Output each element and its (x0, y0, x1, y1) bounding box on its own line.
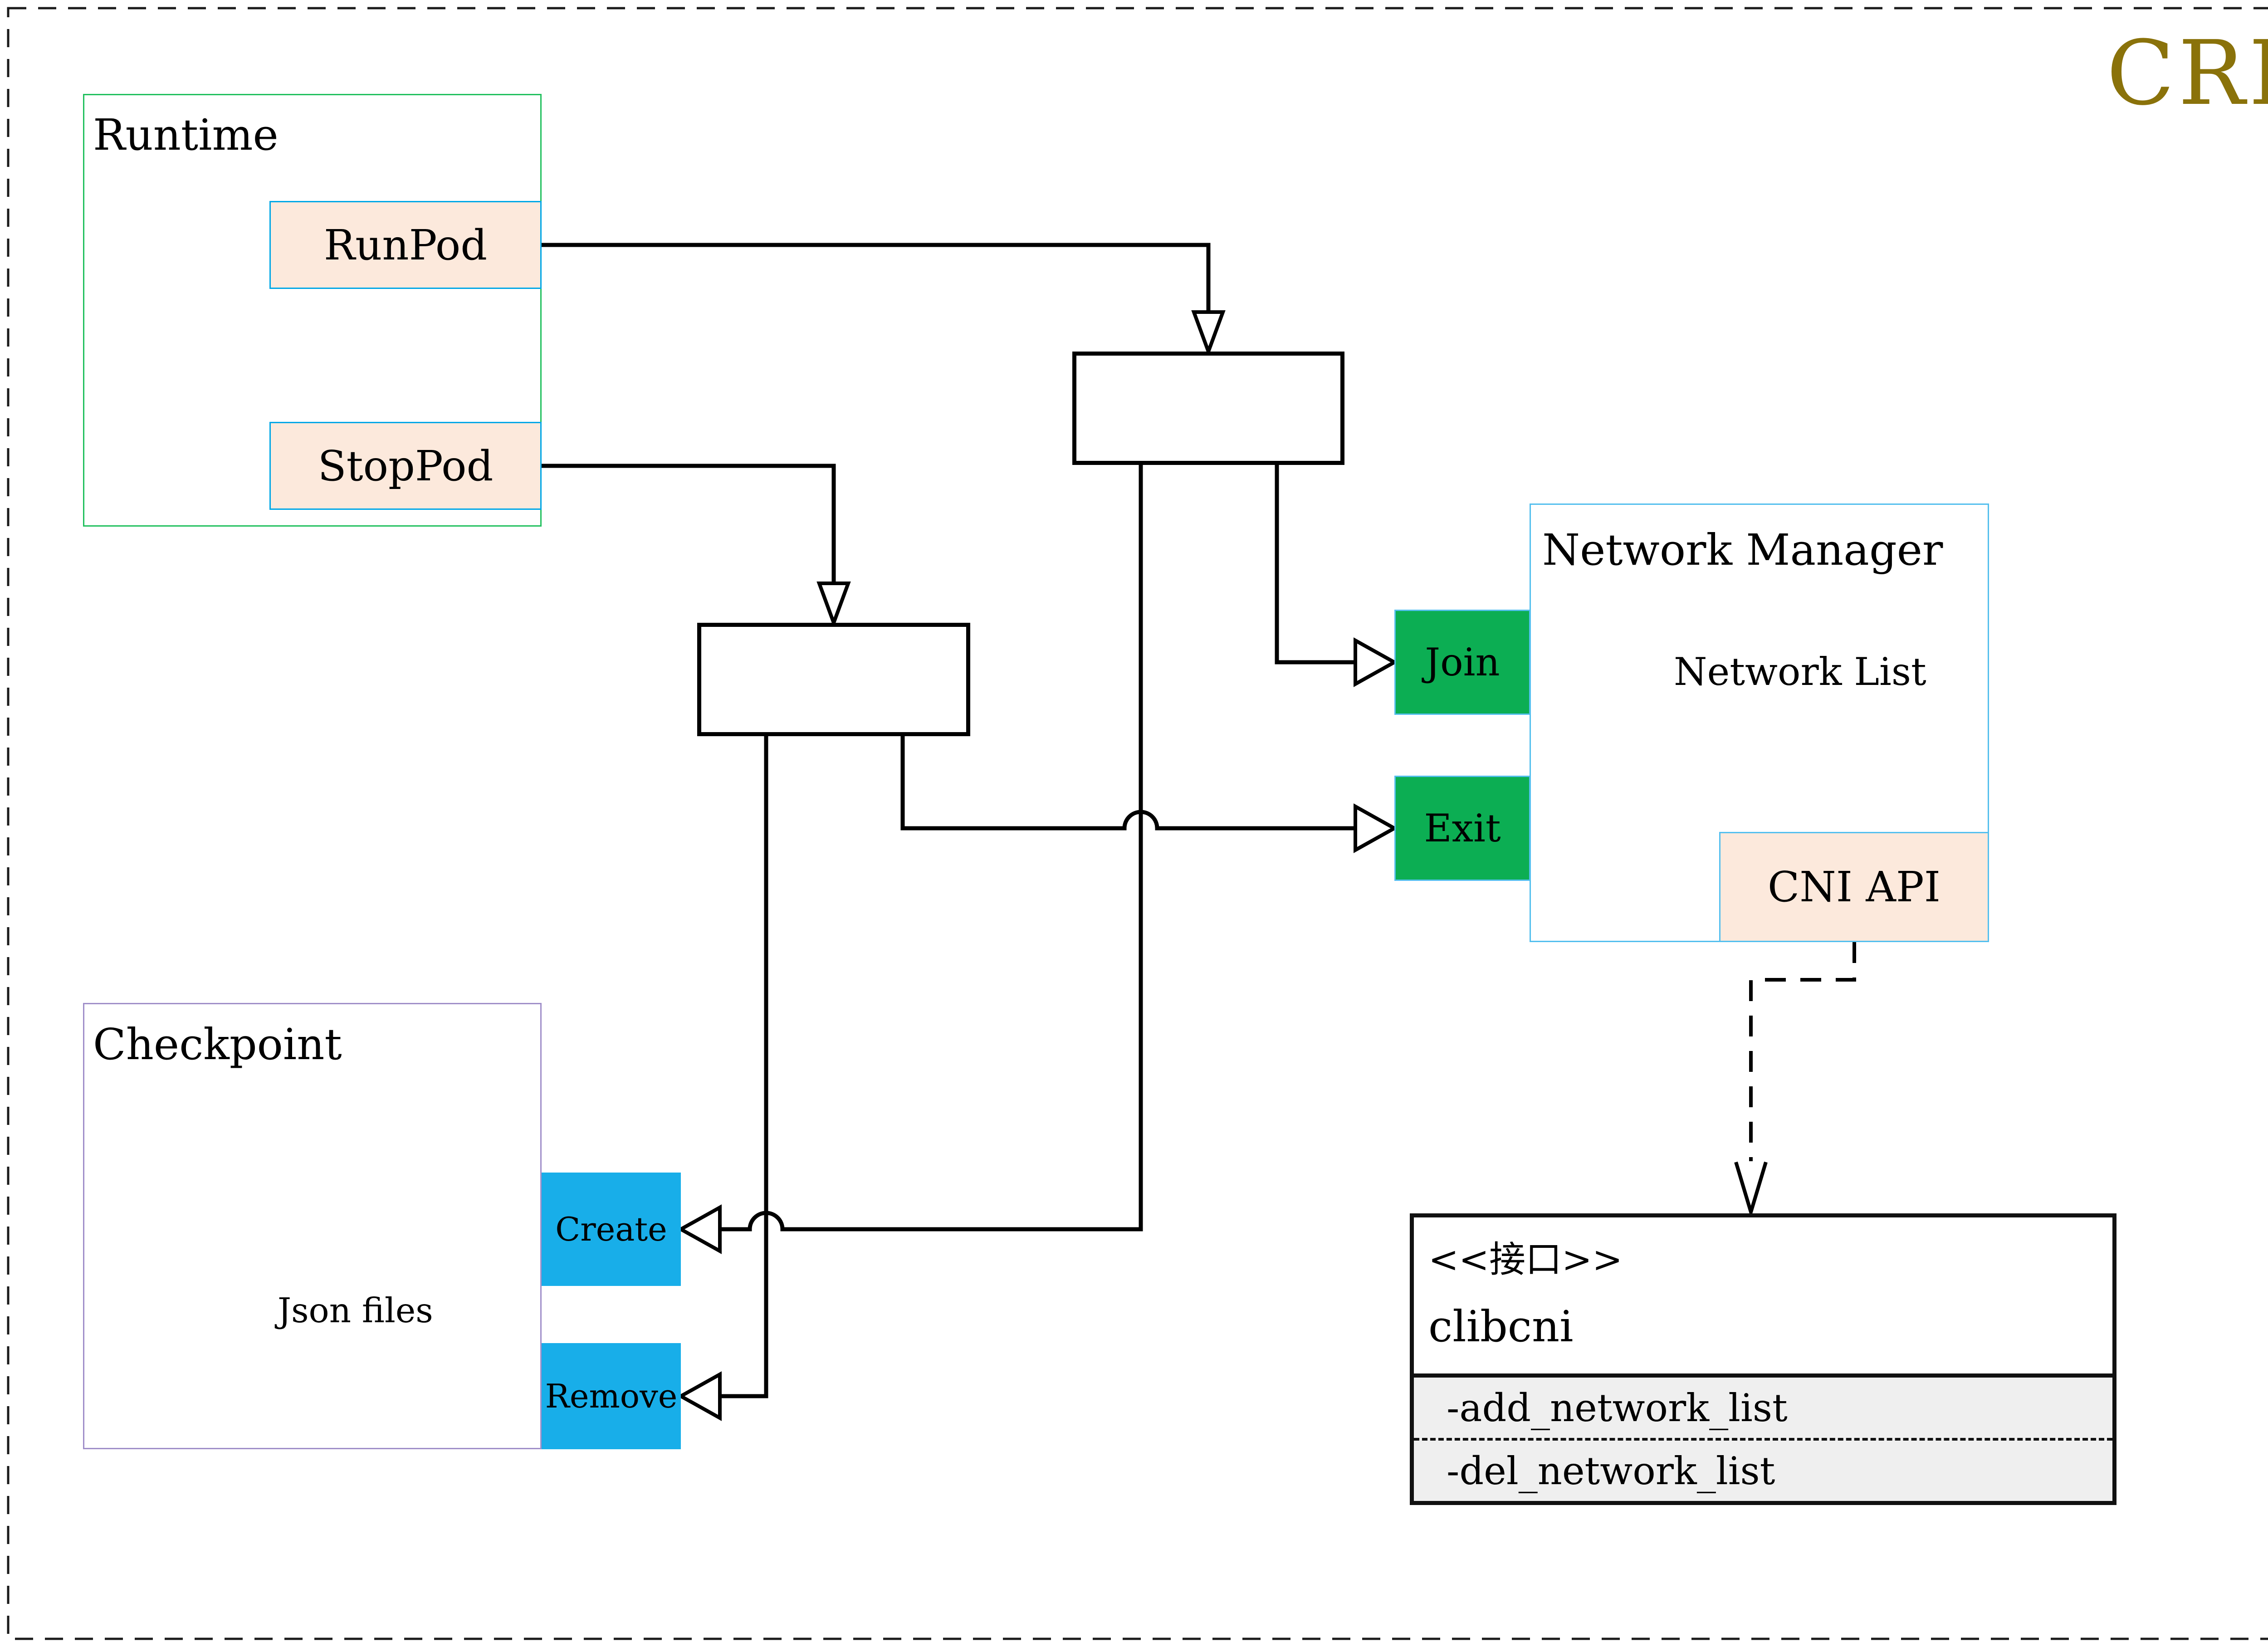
network-manager-title: Network Manager (1542, 525, 1943, 575)
cni-api-label: CNI API (1767, 863, 1941, 911)
process-box-2 (697, 623, 970, 736)
create-node: Create (542, 1173, 681, 1286)
create-label: Create (555, 1210, 667, 1248)
connector-process1-to-create (720, 465, 1143, 1232)
runpod-node: RunPod (269, 201, 542, 289)
clibcni-method-add: -add_network_list (1447, 1385, 1788, 1430)
clibcni-title-section: <<接口>> clibcni (1414, 1217, 2112, 1373)
connector-process2-to-remove (720, 736, 768, 1398)
cri-title-badge: CRI (2107, 22, 2268, 125)
clibcni-name: clibcni (1428, 1302, 1574, 1352)
process-box-1 (1072, 352, 1344, 465)
arrowhead-hollow-right-exit-icon (1354, 803, 1398, 853)
clibcni-method-del: -del_network_list (1414, 1438, 2112, 1501)
stoppod-node: StopPod (269, 422, 542, 510)
cni-api-node: CNI API (1719, 832, 1989, 942)
remove-label: Remove (545, 1377, 678, 1415)
json-files-label: Json files (278, 1290, 433, 1330)
connector-runpod-to-process1 (542, 243, 1211, 312)
arrowhead-open-v-clibcni-icon (1734, 1161, 1768, 1218)
network-list-label: Network List (1674, 650, 1926, 694)
exit-node: Exit (1394, 776, 1530, 881)
runpod-label: RunPod (323, 220, 488, 269)
remove-node: Remove (542, 1343, 681, 1449)
clibcni-interface-box: <<接口>> clibcni -add_network_list -del_ne… (1410, 1213, 2116, 1505)
connector-stoppod-to-process2 (542, 464, 836, 583)
connector-cniapi-to-clibcni-dashed (1749, 942, 1856, 1161)
checkpoint-title: Checkpoint (93, 1020, 342, 1070)
clibcni-stereotype: <<接口>> (1428, 1238, 1623, 1280)
arrowhead-hollow-left-create-icon (677, 1204, 722, 1254)
checkpoint-group-box (83, 1003, 542, 1449)
arrowhead-open-down-process2-icon (816, 582, 851, 628)
exit-label: Exit (1424, 806, 1501, 850)
stoppod-label: StopPod (318, 441, 494, 490)
join-label: Join (1425, 640, 1500, 684)
clibcni-methods-section: -add_network_list -del_network_list (1414, 1373, 2112, 1501)
connector-process2-to-exit (900, 736, 1356, 831)
arrowhead-hollow-right-join-icon (1354, 637, 1398, 687)
runtime-title: Runtime (93, 110, 279, 160)
join-node: Join (1394, 610, 1530, 715)
page-dashed-border (7, 7, 2268, 1640)
arrowhead-hollow-left-remove-icon (677, 1371, 722, 1421)
arrowhead-open-down-process1-icon (1191, 310, 1226, 357)
connector-process1-to-join (1275, 465, 1356, 665)
